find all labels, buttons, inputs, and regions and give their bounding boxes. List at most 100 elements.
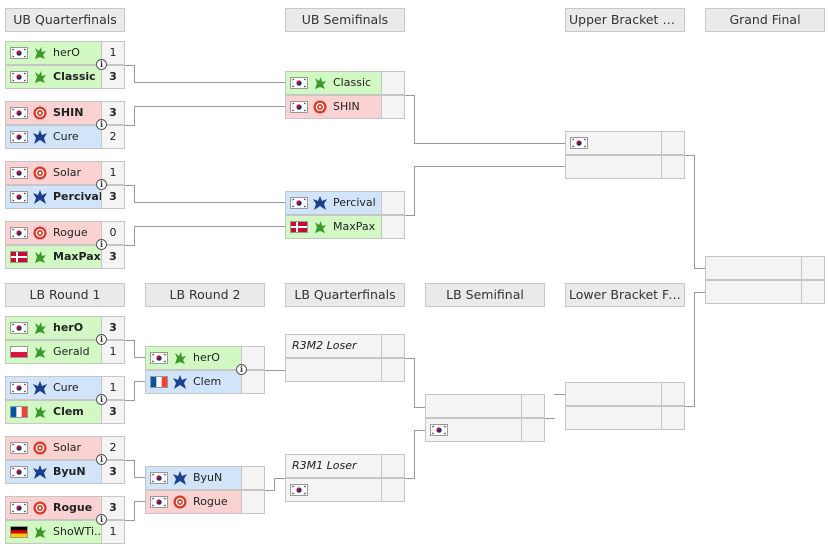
player-name: Classic <box>333 76 372 89</box>
bracket-connector-line <box>554 394 566 395</box>
player-score: 3 <box>101 66 124 88</box>
bracket-connector-line <box>274 478 275 491</box>
round-header-ubf: Upper Bracket Final <box>565 8 685 32</box>
south-korea-flag-icon <box>10 466 28 478</box>
match-slot-lbr2b-1[interactable]: ByuN <box>145 466 265 490</box>
player-score <box>241 347 264 369</box>
bracket-connector-line <box>414 166 566 167</box>
round-header-ubsf: UB Semifinals <box>285 8 405 32</box>
player-name: Solar <box>53 166 82 179</box>
match-slot-ubsf1-1[interactable]: Classic <box>285 71 405 95</box>
south-korea-flag-icon <box>150 496 168 508</box>
player-name: herO <box>53 46 80 59</box>
terran-race-icon <box>32 464 48 480</box>
info-icon[interactable]: i <box>236 364 247 375</box>
player-name: herO <box>53 321 84 334</box>
round-header-lbr2: LB Round 2 <box>145 283 265 307</box>
zerg-race-icon <box>32 344 48 360</box>
zerg-race-icon <box>32 524 48 540</box>
match-slot-ubf-2[interactable] <box>565 155 685 179</box>
match-slot-lbsf-1[interactable] <box>425 394 545 418</box>
bracket-connector-line <box>134 381 135 401</box>
match-slot-ubsf1-2[interactable]: SHIN <box>285 95 405 119</box>
bracket-connector-line <box>134 202 286 203</box>
player-score: 2 <box>101 437 124 459</box>
match-slot-lbqf2-1[interactable]: R3M1 Loser <box>285 454 405 478</box>
info-icon[interactable]: i <box>96 514 107 525</box>
match-slot-lbsf-2[interactable] <box>425 418 545 442</box>
south-korea-flag-icon <box>10 131 28 143</box>
player-score: 3 <box>101 186 124 208</box>
match-slot-ubf-1[interactable] <box>565 131 685 155</box>
info-icon[interactable]: i <box>96 454 107 465</box>
info-icon[interactable]: i <box>96 239 107 250</box>
protoss-race-icon <box>32 105 48 121</box>
bracket-connector-line <box>134 106 135 126</box>
match-slot-lbr2a-1[interactable]: herO <box>145 346 265 370</box>
player-name: R3M1 Loser <box>292 459 357 472</box>
player-score <box>661 132 684 154</box>
player-score: 0 <box>101 222 124 244</box>
player-name: Cure <box>53 381 79 394</box>
match-slot-lbf-2[interactable] <box>565 406 685 430</box>
player-score <box>381 359 404 381</box>
terran-race-icon <box>32 380 48 396</box>
info-icon[interactable]: i <box>96 334 107 345</box>
player-score <box>381 455 404 477</box>
zerg-race-icon <box>32 249 48 265</box>
player-score <box>661 407 684 429</box>
info-icon[interactable]: i <box>96 119 107 130</box>
poland-flag-icon <box>10 346 28 358</box>
bracket-connector-line <box>125 460 135 461</box>
player-name: Cure <box>53 130 79 143</box>
bracket-connector-line <box>134 65 135 82</box>
bracket-connector-line <box>134 381 146 382</box>
player-score <box>241 467 264 489</box>
player-name: herO <box>193 351 220 364</box>
round-header-gf: Grand Final <box>705 8 825 32</box>
zerg-race-icon <box>32 69 48 85</box>
match-slot-lbr2a-2[interactable]: Clem <box>145 370 265 394</box>
info-icon[interactable]: i <box>96 59 107 70</box>
match-slot-gf-2[interactable] <box>705 280 825 304</box>
match-slot-lbqf1-2[interactable] <box>285 358 405 382</box>
player-name: Percival <box>333 196 376 209</box>
bracket-connector-line <box>265 370 286 371</box>
south-korea-flag-icon <box>10 71 28 83</box>
player-score <box>521 419 544 441</box>
player-score: 3 <box>101 461 124 483</box>
south-korea-flag-icon <box>10 107 28 119</box>
match-slot-lbr2b-2[interactable]: Rogue <box>145 490 265 514</box>
denmark-flag-icon <box>10 251 28 263</box>
match-slot-lbqf1-1[interactable]: R3M2 Loser <box>285 334 405 358</box>
match-slot-lbf-1[interactable] <box>565 382 685 406</box>
bracket-connector-line <box>134 340 135 357</box>
match-slot-gf-1[interactable] <box>705 256 825 280</box>
bracket-connector-line <box>134 477 146 478</box>
match-slot-lbr1d-2[interactable]: ShoWTi...1 <box>5 520 125 544</box>
south-korea-flag-icon <box>430 424 448 436</box>
match-slot-ubsf2-2[interactable]: MaxPax <box>285 215 405 239</box>
terran-race-icon <box>172 470 188 486</box>
match-slot-ubsf2-1[interactable]: Percival <box>285 191 405 215</box>
info-icon[interactable]: i <box>96 394 107 405</box>
match-slot-lbqf2-2[interactable] <box>285 478 405 502</box>
bracket-connector-line <box>125 65 135 66</box>
info-icon[interactable]: i <box>96 179 107 190</box>
round-header-lbsf: LB Semifinal <box>425 283 545 307</box>
